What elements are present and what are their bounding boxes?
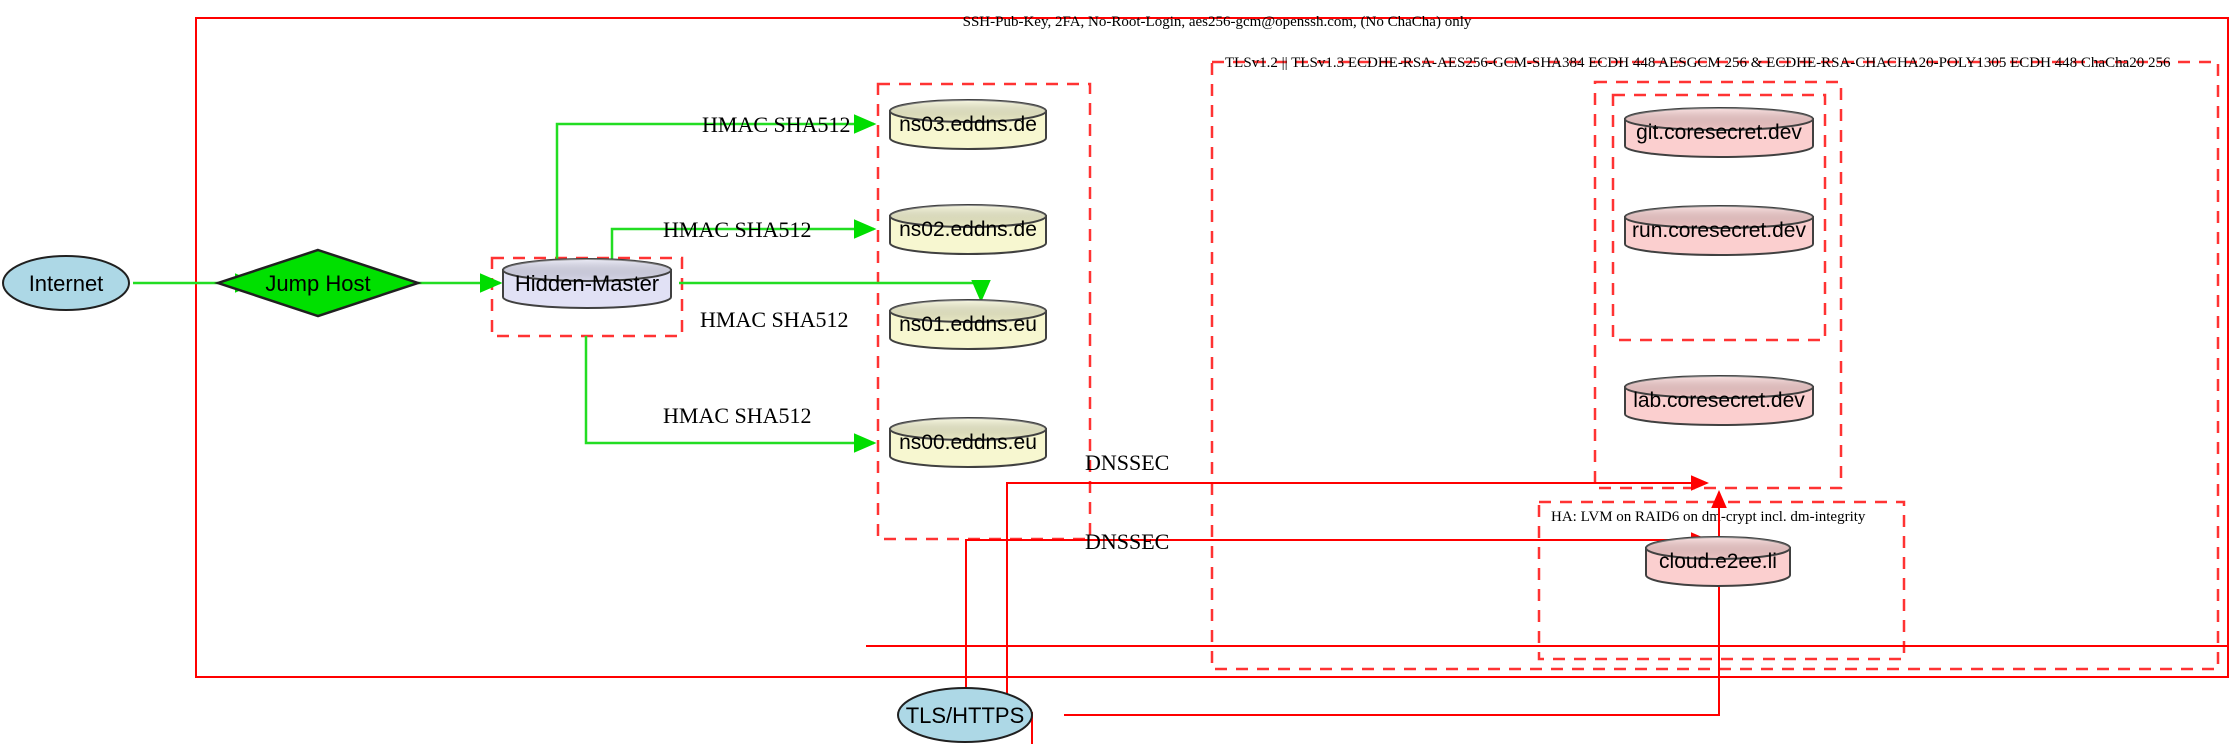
coresecret-inner-boundary: [1611, 93, 1827, 342]
node-cloud-label: cloud.e2ee.li: [1659, 550, 1777, 573]
nameserver-zone-boundary: [876, 82, 1092, 541]
node-ns00[interactable]: ns00.eddns.eu: [889, 417, 1047, 468]
node-run-coresecret[interactable]: run.coresecret.dev: [1624, 205, 1814, 256]
edge-label-dnssec-1: DNSSEC: [1085, 450, 1169, 475]
ssh-policy-label: SSH-Pub-Key, 2FA, No-Root-Login, aes256-…: [963, 14, 1472, 30]
node-jump-host[interactable]: Jump Host: [214, 248, 422, 318]
edge-tls-lab-top: [1006, 475, 1709, 700]
node-lab-label: lab.coresecret.dev: [1633, 389, 1805, 412]
node-jump-host-label: Jump Host: [265, 271, 370, 296]
node-ns02-label: ns02.eddns.de: [899, 218, 1037, 241]
node-git-coresecret[interactable]: git.coresecret.dev: [1624, 107, 1814, 158]
node-ns03[interactable]: ns03.eddns.de: [889, 99, 1047, 150]
node-internet[interactable]: Internet: [2, 255, 130, 311]
edge-master-ns03: [555, 114, 877, 264]
node-hidden-master[interactable]: Hidden-Master: [502, 258, 672, 309]
node-lab-coresecret[interactable]: lab.coresecret.dev: [1624, 375, 1814, 426]
node-internet-label: Internet: [29, 271, 104, 296]
node-ns01-label: ns01.eddns.eu: [899, 313, 1037, 336]
node-run-label: run.coresecret.dev: [1632, 219, 1806, 242]
edge-master-ns01: [679, 280, 991, 303]
tls-policy-label: TLSv1.2 || TLSv1.3 ECDHE-RSA-AES256-GCM-…: [1225, 55, 2171, 71]
edge-label-hmac-ns02: HMAC SHA512: [663, 217, 812, 242]
node-cloud-e2ee[interactable]: cloud.e2ee.li: [1645, 536, 1791, 587]
node-tls-https[interactable]: TLS/HTTPS: [897, 687, 1033, 743]
ha-cloud-boundary: [1537, 500, 1906, 661]
edge-label-dnssec-2: DNSSEC: [1085, 529, 1169, 554]
coresecret-services-boundary: [1593, 80, 1843, 490]
node-ns03-label: ns03.eddns.de: [899, 113, 1037, 136]
edge-master-ns00: [584, 336, 877, 453]
ha-policy-label: HA: LVM on RAID6 on dm-crypt incl. dm-in…: [1551, 509, 1866, 525]
node-hidden-master-label: Hidden-Master: [515, 271, 659, 296]
edge-label-hmac-ns03: HMAC SHA512: [702, 112, 851, 137]
edge-tls-cloud-top: [965, 532, 1709, 646]
node-git-label: git.coresecret.dev: [1636, 121, 1802, 144]
node-tls-https-label: TLS/HTTPS: [906, 703, 1025, 728]
outer-security-boundary: [195, 17, 2229, 678]
edge-label-hmac-ns00: HMAC SHA512: [663, 403, 812, 428]
edge-master-ns02: [610, 219, 877, 264]
node-ns00-label: ns00.eddns.eu: [899, 431, 1037, 454]
node-ns01[interactable]: ns01.eddns.eu: [889, 299, 1047, 350]
tls-services-boundary: [1210, 60, 2220, 671]
edge-label-hmac-ns01: HMAC SHA512: [700, 307, 849, 332]
edge-tls-right-link: [1064, 700, 1720, 716]
node-ns02[interactable]: ns02.eddns.de: [889, 204, 1047, 255]
